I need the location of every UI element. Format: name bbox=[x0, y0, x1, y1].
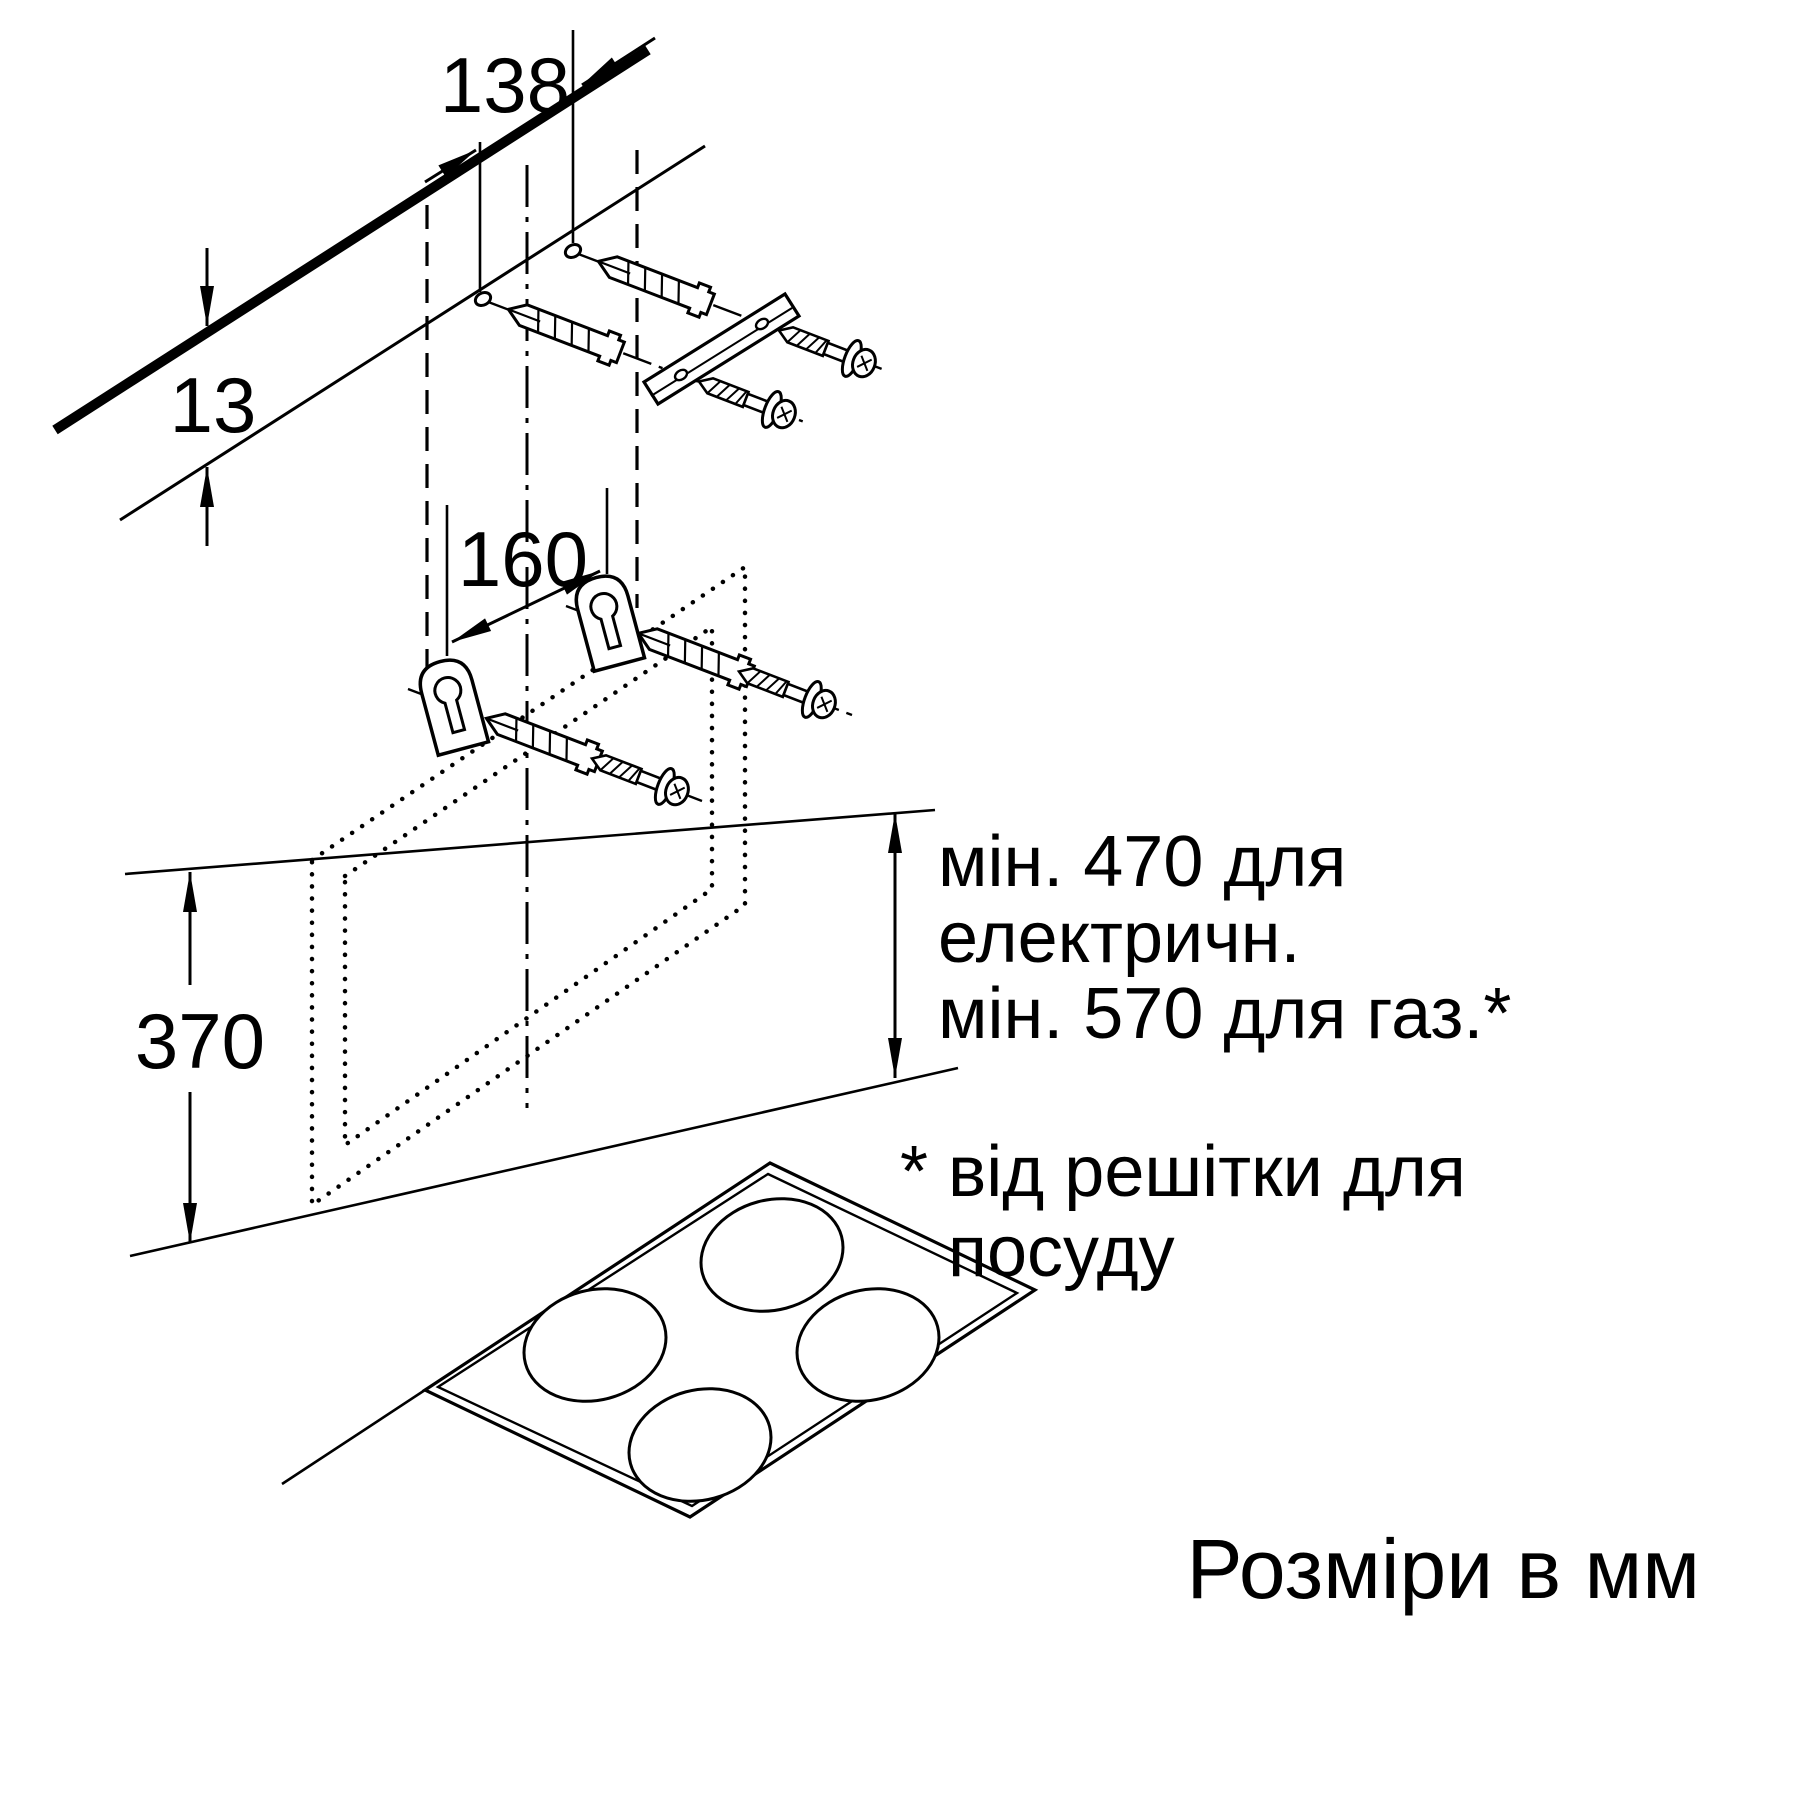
dimension-arrows bbox=[183, 36, 902, 1243]
min-clearance-note-line2: електричн. bbox=[938, 898, 1301, 978]
dim-138-arrow-right bbox=[581, 36, 656, 87]
cooktop bbox=[281, 1161, 1039, 1519]
dim-370-label: 370 bbox=[135, 997, 265, 1085]
dim-138-label: 138 bbox=[440, 41, 570, 129]
burner-icon bbox=[522, 1287, 668, 1403]
min-clearance-note-line3: мін. 570 для газ.* bbox=[938, 974, 1511, 1054]
dim-160-label: 160 bbox=[458, 515, 588, 603]
wall-edge-lines bbox=[52, 45, 706, 522]
reference-plane-lines bbox=[124, 808, 959, 1258]
drill-hole-left bbox=[473, 291, 493, 307]
dim-160-arrow bbox=[451, 569, 601, 644]
min-clearance-note-line1: мін. 470 для bbox=[938, 822, 1346, 902]
drill-hole-right bbox=[563, 243, 583, 259]
chimney-dashed-outline bbox=[425, 150, 639, 700]
burner-icon bbox=[795, 1287, 941, 1403]
dim-138-arrow-left bbox=[424, 148, 477, 184]
footnote-line2: посуду bbox=[948, 1212, 1175, 1292]
hood-panel-dotted-outline bbox=[309, 562, 748, 1210]
footnote-line1: * від решітки для bbox=[900, 1132, 1466, 1212]
burner-icon bbox=[627, 1387, 773, 1503]
dim-13-label: 13 bbox=[170, 361, 257, 449]
mounting-rail-bracket bbox=[641, 291, 802, 407]
units-label: Розміри в мм bbox=[1187, 1522, 1700, 1616]
burner-icon bbox=[699, 1197, 845, 1313]
dimension-extension-lines bbox=[445, 30, 609, 656]
wall-drill-holes bbox=[473, 243, 583, 307]
